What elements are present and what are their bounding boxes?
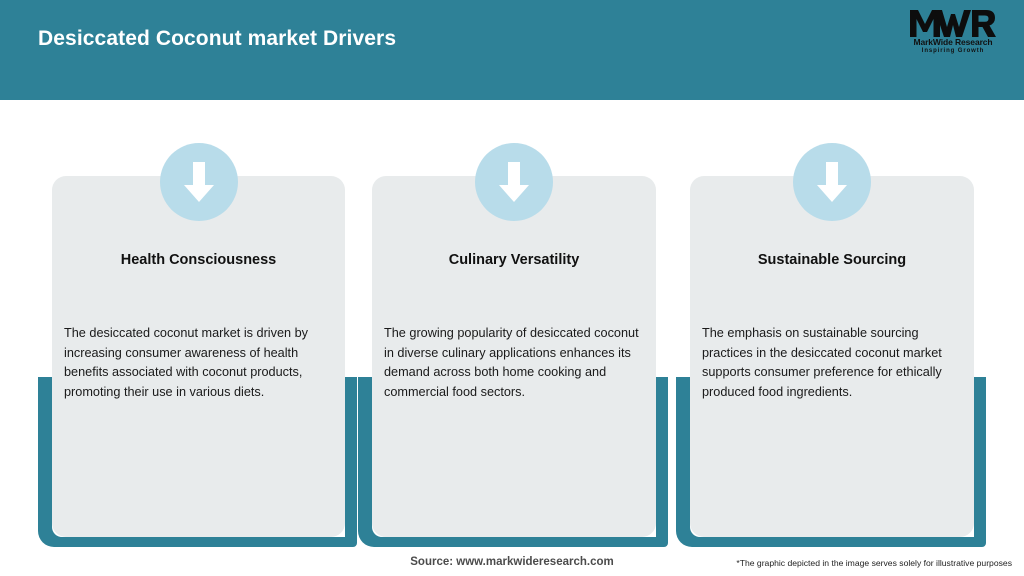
card-panel: Sustainable Sourcing The emphasis on sus… bbox=[690, 143, 974, 537]
card-body-text: The emphasis on sustainable sourcing pra… bbox=[702, 326, 942, 399]
card-title: Culinary Versatility bbox=[448, 252, 580, 268]
brand-logo: MarkWide Research Inspiring Growth bbox=[900, 8, 1006, 60]
header-bar: Desiccated Coconut market Drivers MarkWi… bbox=[0, 0, 1024, 100]
down-arrow-icon bbox=[793, 143, 871, 221]
illustrative-disclaimer: *The graphic depicted in the image serve… bbox=[736, 558, 1012, 568]
card-body-text: The desiccated coconut market is driven … bbox=[64, 326, 308, 399]
down-arrow-icon bbox=[475, 143, 553, 221]
card-title: Health Consciousness bbox=[120, 252, 277, 268]
logo-tagline: Inspiring Growth bbox=[921, 48, 985, 54]
card-panel: Health Consciousness The desiccated coco… bbox=[52, 143, 345, 537]
logo-company-name: MarkWide Research bbox=[913, 37, 993, 47]
card-title: Sustainable Sourcing bbox=[757, 252, 907, 268]
source-attribution: Source: www.markwideresearch.com bbox=[410, 556, 614, 568]
logo-mwr-icon bbox=[900, 8, 1006, 38]
card-body-text: The growing popularity of desiccated coc… bbox=[384, 326, 639, 399]
page-title: Desiccated Coconut market Drivers bbox=[38, 27, 397, 50]
down-arrow-icon bbox=[159, 143, 238, 221]
card-panel: Culinary Versatility The growing popular… bbox=[372, 143, 656, 537]
